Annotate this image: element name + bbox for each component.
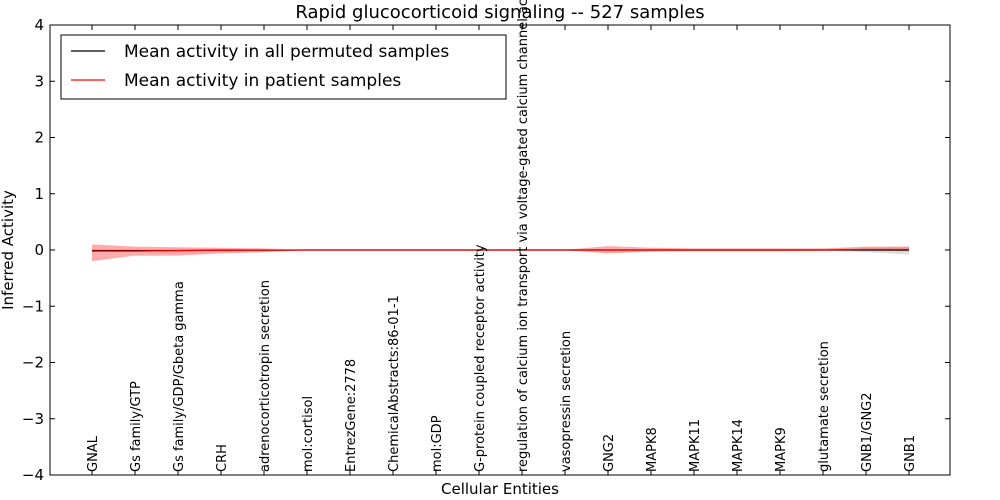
- x-tick-label: mol:GDP: [430, 415, 445, 472]
- x-tick-label: CRH: [215, 444, 230, 472]
- x-tick-label: ChemicalAbstracts:86-01-1: [387, 295, 402, 472]
- x-axis-label: Cellular Entities: [441, 480, 559, 498]
- y-axis: −4 −3 −2 −1 0 1 2 3 4: [22, 16, 950, 484]
- x-tick-label: EntrezGene:2778: [344, 359, 359, 472]
- y-tick-label: −3: [22, 410, 44, 428]
- x-tick-label: MAPK9: [774, 427, 789, 472]
- y-tick-label: 4: [34, 16, 44, 34]
- legend-label-permuted: Mean activity in all permuted samples: [124, 42, 449, 62]
- y-tick-label: −4: [22, 466, 44, 484]
- y-tick-label: 3: [34, 72, 44, 90]
- x-tick-label: adrenocorticotropin secretion: [258, 280, 273, 472]
- x-tick-label: regulation of calcium ion transport via …: [516, 0, 531, 472]
- y-tick-label: 2: [34, 129, 44, 147]
- x-tick-label: glutamate secretion: [817, 341, 832, 472]
- x-tick-label: mol:cortisol: [301, 396, 316, 472]
- x-tick-label: GNAL: [86, 435, 101, 472]
- x-tick-label: MAPK14: [731, 419, 746, 472]
- band-series-1: [92, 244, 909, 262]
- confidence-bands: [92, 244, 909, 262]
- x-tick-label: Gs family/GDP/Gbeta gamma: [172, 281, 187, 472]
- legend-box: [60, 34, 507, 100]
- x-tick-label: Gs family/GTP: [129, 381, 144, 472]
- legend: Mean activity in all permuted samples Me…: [60, 34, 507, 100]
- y-axis-label: Inferred Activity: [0, 190, 17, 310]
- y-tick-label: 0: [34, 241, 44, 259]
- x-tick-label: GNB1: [903, 435, 918, 472]
- legend-label-patient: Mean activity in patient samples: [124, 71, 401, 91]
- x-tick-label: MAPK8: [645, 427, 660, 472]
- y-tick-label: −2: [22, 354, 44, 372]
- x-tick-label: GNG2: [602, 434, 617, 472]
- x-tick-label: vasopressin secretion: [559, 331, 574, 472]
- x-axis: GNAL Gs family/GTP Gs family/GDP/Gbeta gam…: [86, 0, 918, 475]
- chart-title: Rapid glucocorticoid signaling -- 527 sa…: [295, 2, 704, 23]
- plot-frame: [49, 24, 951, 476]
- x-tick-label: MAPK11: [688, 419, 703, 472]
- y-tick-label: −1: [22, 297, 44, 315]
- series-lines: [92, 248, 909, 252]
- line-series-1: [92, 248, 909, 252]
- x-tick-label: GNB1/GNG2: [860, 392, 875, 472]
- y-tick-label: 1: [34, 185, 44, 203]
- x-tick-label: G-protein coupled receptor activity: [473, 244, 488, 472]
